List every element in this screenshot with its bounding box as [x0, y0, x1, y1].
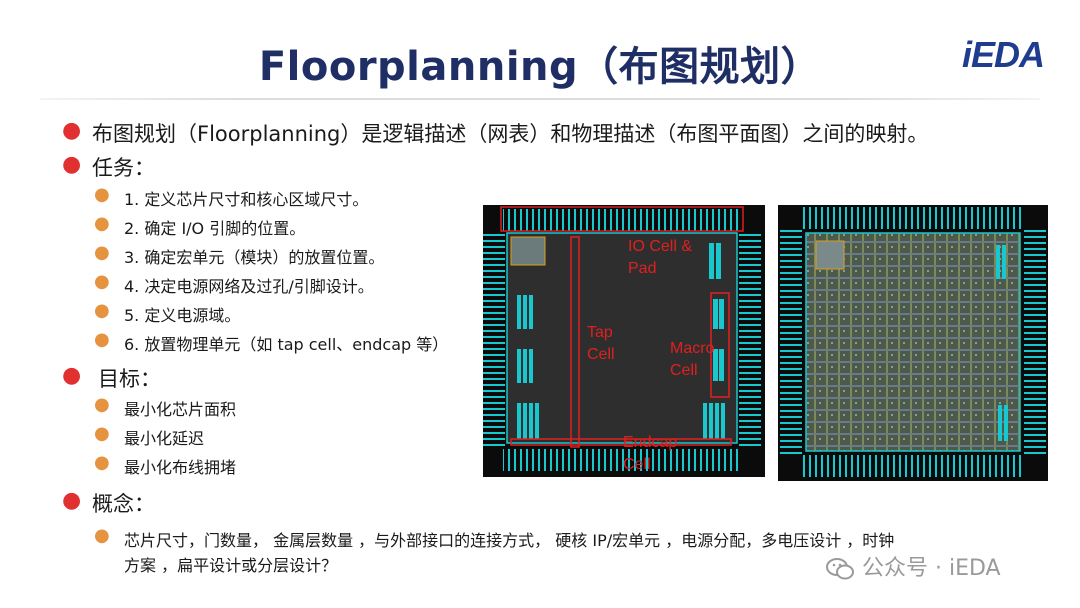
io-pins-right — [1024, 229, 1046, 455]
label-tap: Tap — [587, 324, 613, 341]
concept-text: 方案 ，扁平设计或分层设计？ — [124, 556, 338, 575]
task-text: 1. 定义芯片尺寸和核心区域尺寸。 — [124, 190, 369, 209]
goal-text: 最小化芯片面积 — [124, 400, 237, 419]
sub-dot-icon: ● — [94, 213, 110, 234]
bullet-dot-icon: ● — [62, 152, 82, 177]
goal-text: 最小化延迟 — [124, 429, 205, 448]
label-endcap: Endcap — [623, 434, 677, 451]
task-item: ● 4. 决定电源网络及过孔/引脚设计。 — [94, 271, 374, 297]
task-text: 5. 定义电源域。 — [124, 306, 241, 325]
task-text: 2. 确定 I/O 引脚的位置。 — [124, 219, 306, 238]
sub-dot-icon: ● — [94, 329, 110, 350]
wechat-icon — [826, 558, 854, 580]
bullet-tasks: ● 任务： — [62, 152, 155, 182]
task-text: 6. 放置物理单元（如 tap cell、endcap 等） — [124, 335, 449, 354]
goal-text: 最小化布线拥堵 — [124, 458, 237, 477]
task-item: ● 6. 放置物理单元（如 tap cell、endcap 等） — [94, 329, 449, 355]
core-area — [506, 232, 738, 444]
floorplan-routed-figure — [778, 205, 1048, 481]
bullet-definition: ● 布图规划（Floorplanning）是逻辑描述（网表）和物理描述（布图平面… — [62, 118, 929, 148]
macro-blocks — [996, 245, 1008, 441]
goal-item: ● 最小化布线拥堵 — [94, 452, 237, 478]
bullet-dot-icon: ● — [62, 118, 82, 143]
task-text: 3. 确定宏单元（模块）的放置位置。 — [124, 248, 385, 267]
io-pins-top — [503, 209, 741, 231]
bullet-concepts: ● 概念： — [62, 488, 155, 518]
sub-dot-icon: ● — [94, 184, 110, 205]
sub-dot-icon: ● — [94, 394, 110, 415]
task-item: ● 2. 确定 I/O 引脚的位置。 — [94, 213, 306, 239]
goal-item: ● 最小化芯片面积 — [94, 394, 237, 420]
concept-text: 芯片尺寸，门数量， 金属层数量 ，与外部接口的连接方式， 硬核 IP/宏单元 ，… — [124, 531, 895, 550]
bullet-text: 布图规划（Floorplanning）是逻辑描述（网表）和物理描述（布图平面图）… — [92, 122, 929, 146]
watermark-text: 公众号 · iEDA — [862, 556, 1001, 581]
task-text: 4. 决定电源网络及过孔/引脚设计。 — [124, 277, 374, 296]
io-pins-right — [739, 231, 761, 449]
sub-dot-icon: ● — [94, 300, 110, 321]
label-macro-cell: Cell — [670, 362, 698, 379]
task-item: ● 5. 定义电源域。 — [94, 300, 241, 326]
bullet-text: 概念： — [92, 492, 155, 516]
concept-item: ● 芯片尺寸，门数量， 金属层数量 ，与外部接口的连接方式， 硬核 IP/宏单元 … — [94, 525, 895, 551]
label-pad: Pad — [628, 260, 656, 277]
io-pins-left — [780, 229, 802, 455]
slide-title: Floorplanning（布图规划） — [258, 44, 822, 90]
sub-dot-icon: ● — [94, 242, 110, 263]
io-pins-left — [483, 231, 505, 449]
label-io-cell: IO Cell & — [628, 238, 692, 255]
macro-blocks — [517, 243, 725, 439]
task-item: ● 3. 确定宏单元（模块）的放置位置。 — [94, 242, 385, 268]
bullet-text: 目标： — [98, 367, 161, 391]
task-item: ● 1. 定义芯片尺寸和核心区域尺寸。 — [94, 184, 369, 210]
io-pins-bottom — [503, 449, 741, 471]
bullet-text: 任务： — [92, 156, 155, 180]
corner-block — [815, 240, 845, 270]
title-divider — [40, 98, 1040, 100]
label-tap-cell: Cell — [587, 346, 615, 363]
ieda-logo: iEDA — [962, 34, 1045, 75]
sub-dot-icon: ● — [94, 423, 110, 444]
watermark: 公众号 · iEDA — [826, 550, 1001, 582]
bullet-goals: ● 目标： — [62, 363, 161, 393]
io-pins-bottom — [802, 455, 1024, 477]
sub-dot-icon: ● — [94, 525, 110, 546]
corner-block — [510, 236, 546, 266]
bullet-dot-icon: ● — [62, 488, 82, 513]
io-pins-top — [802, 207, 1024, 229]
label-endcap-cell: Cell — [623, 456, 651, 473]
sub-dot-icon: ● — [94, 452, 110, 473]
concept-item-cont: 方案 ，扁平设计或分层设计？ — [124, 552, 337, 576]
label-macro: Macro — [670, 340, 715, 357]
bullet-dot-icon: ● — [62, 363, 82, 388]
floorplan-annotated-figure: IO Cell & Pad Tap Cell Macro Cell Endcap… — [477, 203, 767, 481]
sub-dot-icon: ● — [94, 271, 110, 292]
goal-item: ● 最小化延迟 — [94, 423, 205, 449]
annotation-boxes — [500, 206, 744, 448]
